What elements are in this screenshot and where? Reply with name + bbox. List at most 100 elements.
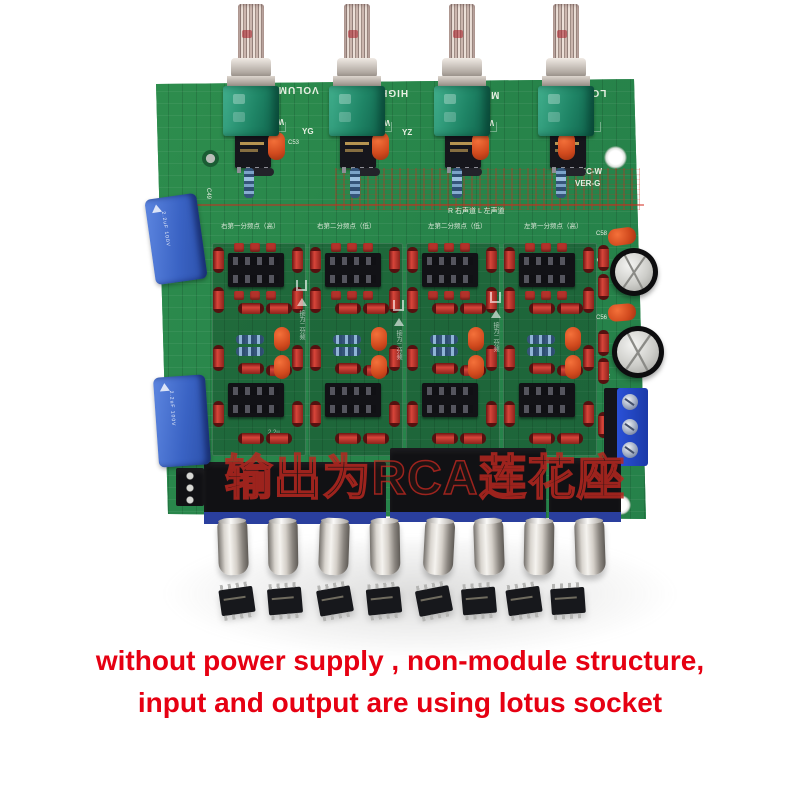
red-resistor [407,401,418,427]
red-resistor [389,345,400,371]
red-resistor [583,287,594,313]
pot-nut [333,76,381,87]
rca-jack-barrel[interactable] [523,517,555,576]
red-resistor [504,401,515,427]
silk-version: VER-G [575,179,601,188]
crossover-channel [406,243,500,456]
red-resistor [213,401,224,427]
metal-film-resistor [527,347,555,356]
red-resistor [213,287,224,313]
dip8-socket [422,383,478,417]
red-cap [557,243,567,252]
red-cap [444,291,454,300]
pot-bushing [231,58,271,78]
silk-arrow [491,310,501,318]
ic-marking [450,149,468,152]
red-watermark-band [335,168,640,210]
terminal-screw[interactable] [622,419,638,435]
red-cap [266,243,276,252]
spare-dip8-ic [218,585,256,617]
rca-jack-barrel[interactable] [422,517,456,576]
rca-jack-barrel[interactable] [369,517,401,576]
red-resistor [504,345,515,371]
dip8-socket [422,253,478,287]
silk-divider-note: 接为二分频 [298,310,304,340]
tantalum-capacitor [607,302,637,323]
red-cap [557,291,567,300]
rca-jack-barrel[interactable] [318,517,350,576]
pot-body [434,86,490,136]
red-resistor [598,330,609,356]
red-resistor [432,433,458,444]
silk-bracket [296,280,307,291]
ic-marking [240,149,258,152]
potentiometer[interactable] [329,4,385,136]
red-cap [428,291,438,300]
spare-dip8-ic [460,586,498,616]
spare-dip8-ic [414,584,454,618]
red-cap [541,243,551,252]
ic-marking [345,149,363,152]
film-cap-print: 2.2uF 100V [167,390,177,427]
silk-crossover-note-2: 右第二分频点（低） [317,223,376,230]
red-cap [525,243,535,252]
pot-body [538,86,594,136]
rca-jack-barrel[interactable] [473,517,505,576]
red-resistor [460,303,486,314]
potentiometer[interactable] [223,4,279,136]
rca-connector-block [204,462,386,518]
red-resistor [407,345,418,371]
caption-line-1: without power supply , non-module struct… [95,645,705,676]
red-resistor [310,247,321,273]
rca-jack-barrel[interactable] [267,517,299,576]
spare-dip8-ic [316,585,354,617]
red-resistor [335,433,361,444]
red-resistor [598,245,609,271]
red-cap [460,243,470,252]
tantalum-capacitor [565,327,581,351]
metal-film-resistor [527,335,555,344]
red-cap [347,291,357,300]
dip8-socket [325,383,381,417]
red-resistor [363,433,389,444]
silk-bracket [393,300,404,311]
terminal-screw[interactable] [622,442,638,458]
red-resistor [310,345,321,371]
red-resistor [583,401,594,427]
silk-testpoint-yz: YZ [402,128,413,137]
red-resistor [389,401,400,427]
metal-film-resistor [452,168,462,198]
metal-film-resistor [236,335,264,344]
red-resistor [598,274,609,300]
silk-arrow [394,318,404,326]
red-resistor [238,363,264,374]
terminal-screw[interactable] [622,394,638,410]
rca-jack-barrel[interactable] [574,517,606,576]
silk-ref-c56: C56 [596,315,608,321]
potentiometer[interactable] [434,4,490,136]
rca-base [549,512,621,522]
metal-film-resistor [430,335,458,344]
terminal-body [604,388,620,466]
silk-channel-note: R 右声道 L 左声道 [448,208,505,215]
red-resistor [529,303,555,314]
spare-dip8-ic [505,585,543,617]
metal-film-resistor [244,168,254,198]
metal-film-resistor [556,168,566,198]
silk-crossover-note-4: 左第一分频点（高） [524,223,583,230]
potentiometer[interactable] [538,4,594,136]
red-cap [234,243,244,252]
rca-jack-barrel[interactable] [217,517,249,576]
red-cap [460,291,470,300]
red-resistor [460,433,486,444]
pot-body [329,86,385,136]
power-terminal-block[interactable] [604,388,648,466]
divider-silkscreen: 接为二分频 [391,300,407,420]
capacitor-vent-top [615,253,653,291]
red-resistor [292,345,303,371]
silk-model-number: 3LKC-W [571,167,603,176]
smd-part [556,168,586,176]
red-cap [444,243,454,252]
ic-marking [345,142,369,145]
